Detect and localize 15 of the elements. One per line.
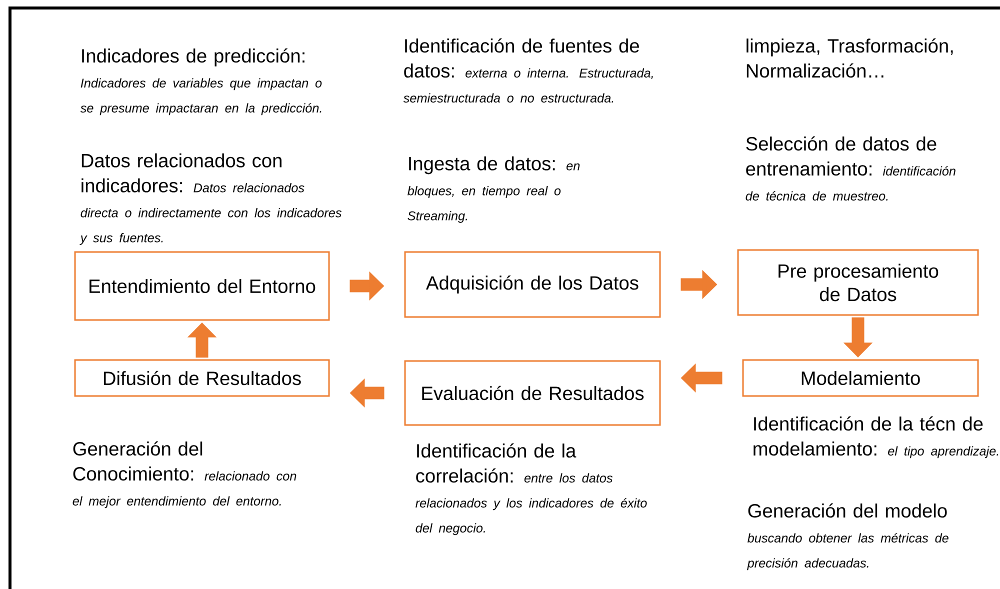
annotation-text: Generación del modelo buscando obtener las métricas de precisión adecuadas. <box>747 503 948 570</box>
process-box: Adquisición de los Datos <box>404 251 661 318</box>
annotation-text: Ingesta de datos: en bloques, en tiempo real o Streaming. <box>408 156 580 223</box>
process-box: Evaluación de Resultados <box>404 360 661 426</box>
annotation-text: Indicadores de predicción: Indicadores de variables que impactan o se presume impactaran en la predicción. <box>80 48 322 116</box>
annotation-text: Identificación de fuentes de datos: externa o interna. Estructurada, semiestructurada o no estructurada. <box>403 38 653 103</box>
annotation-text: Identificación de la correlación: entre los datos relacionados y los indicadores de éxito del negocio. <box>416 443 647 536</box>
annotation-text: Selección de datos de entrenamiento: identificación de técnica de muestreo. <box>746 136 956 201</box>
process-box: Entendimiento del Entorno <box>74 251 330 321</box>
process-box: Pre procesamiento de Datos <box>737 249 979 316</box>
process-box: Difusión de Resultados <box>74 359 330 397</box>
annotation-text: Generación del Conocimiento: relacionado con el mejor entendimiento del entorno. <box>72 441 296 508</box>
process-box: Modelamiento <box>742 359 979 397</box>
annotation-text: Identificación de la técn de modelamiento: el tipo aprendizaje. <box>754 416 998 458</box>
annotation-text: limpieza, Trasformación, Normalización… <box>746 38 953 78</box>
